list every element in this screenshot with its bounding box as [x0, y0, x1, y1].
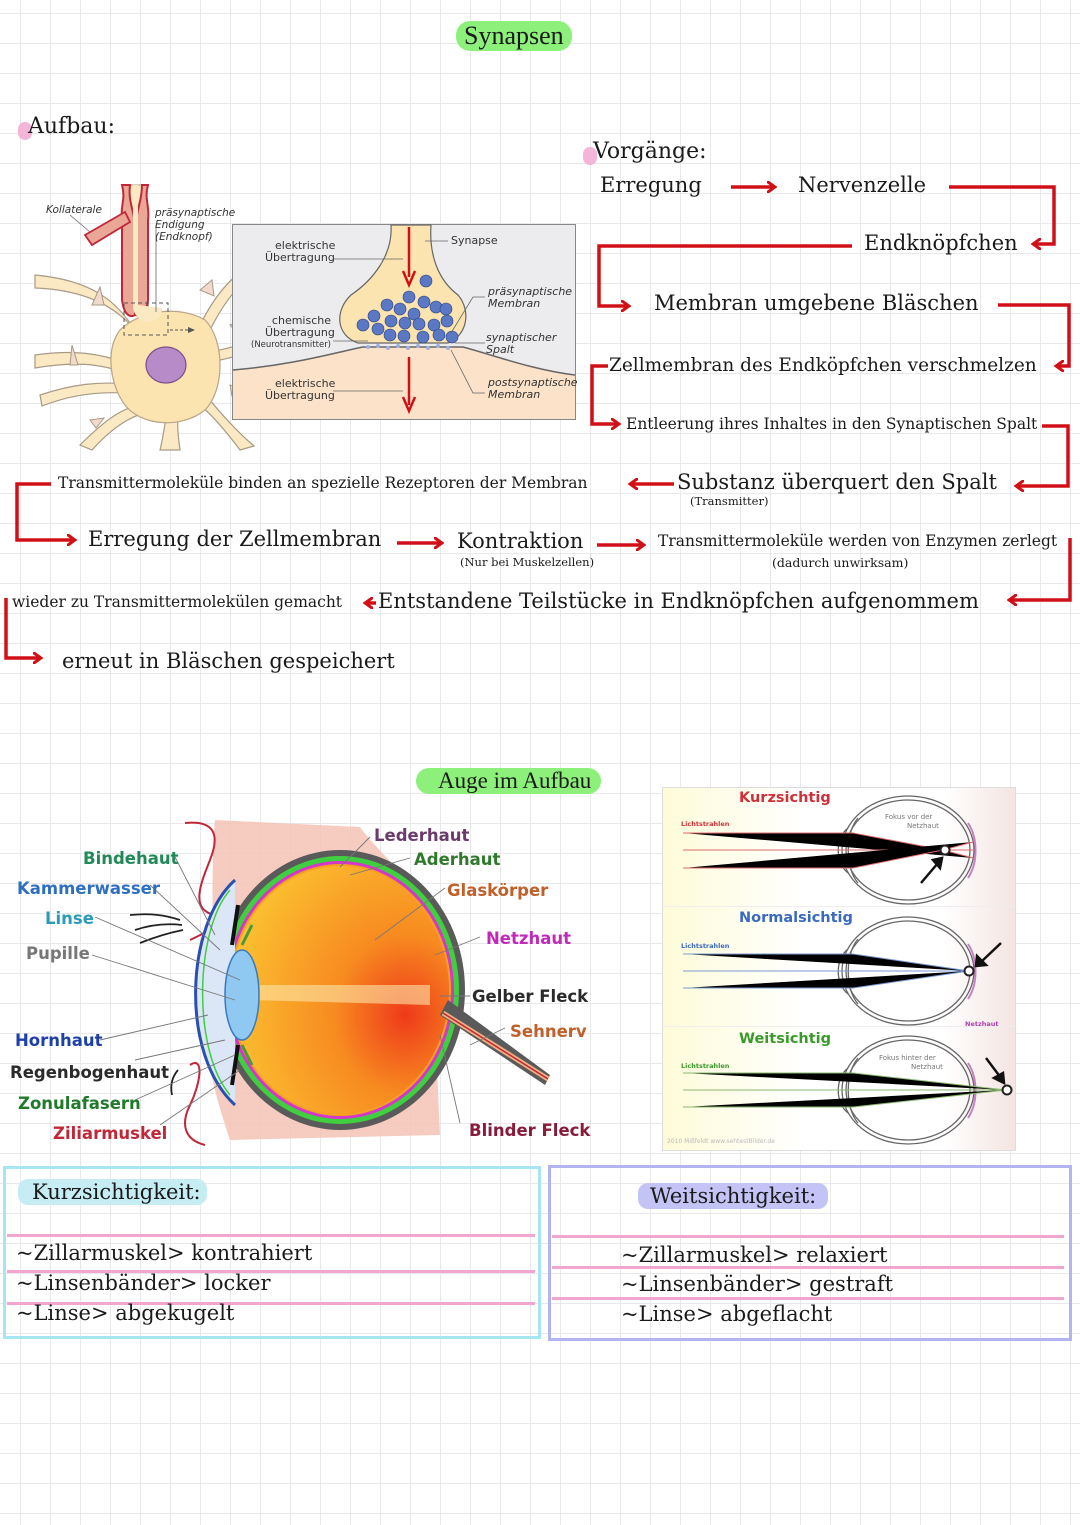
eye-label-glaskoerper: Glaskörper — [447, 881, 549, 900]
step-blaeschen: Membran umgebene Bläschen — [654, 291, 979, 315]
panel-kurzsichtig-note-2: Netzhaut — [907, 822, 939, 830]
step-binden: Transmittermoleküle binden an spezielle … — [58, 474, 588, 492]
label-chemisch-1: chemische — [271, 314, 331, 327]
eye-label-bindehaut: Bindehaut — [83, 849, 179, 868]
weitsichtigkeit-item: ~Linse> abgeflacht — [621, 1302, 833, 1326]
arrow-binden-erregung — [15, 482, 74, 540]
eye-label-kammerwasser: Kammerwasser — [17, 879, 160, 898]
label-chemisch-3: (Neurotransmitter) — [251, 340, 331, 350]
label-spalt-2: Spalt — [486, 343, 515, 356]
label-synapse: Synapse — [451, 234, 498, 247]
step-verschmelzen: Zellmembran des Endköpfchen verschmelzen — [609, 355, 1037, 376]
step-nervenzelle: Nervenzelle — [798, 173, 927, 197]
panel-normalsichtig-title: Normalsichtig — [739, 910, 853, 926]
step-substanz: Substanz überquert den Spalt — [677, 470, 997, 494]
weitsichtigkeit-box — [548, 1165, 1072, 1341]
eye-label-aderhaut: Aderhaut — [414, 850, 501, 869]
step-endknoepfchen: Endknöpfchen — [864, 231, 1018, 255]
step-teilstuecke: Entstandene Teilstücke in Endknöpfchen a… — [378, 589, 979, 613]
divider — [7, 1234, 535, 1237]
arrow-entleerung-substanz — [1017, 424, 1070, 486]
arrow-zerlegt-teilstuecke — [1010, 538, 1072, 600]
panel-weitsichtig-note-1: Fokus hinter der — [879, 1054, 936, 1062]
divider — [7, 1302, 535, 1305]
flow-arrows — [4, 0, 1072, 700]
synapse-diagram: elektrische Übertragung chemische Übertr… — [232, 224, 578, 420]
arrow-verschmelzen-entleerung — [590, 364, 618, 424]
kurzsichtigkeit-heading: Kurzsichtigkeit: — [18, 1179, 207, 1205]
arrow-wieder-gespeichert — [4, 598, 40, 658]
panel-kurzsichtig-note-1: Fokus vor der — [885, 813, 933, 821]
label-praesyn-1: präsynaptische — [488, 285, 573, 298]
arrow-nervenzelle-endknoepfchen — [949, 185, 1056, 244]
weitsichtigkeit-item: ~Linsenbänder> gestraft — [621, 1272, 894, 1296]
eye-label-gelber-fleck: Gelber Fleck — [472, 987, 589, 1006]
label-postsyn-1: postsynaptische — [488, 376, 578, 389]
divider — [552, 1266, 1064, 1269]
synapse-illustration — [232, 224, 576, 419]
label-elektrisch-top-1: elektrische — [275, 239, 336, 252]
auge-heading: Auge im Aufbau — [416, 768, 602, 794]
label-endigung-3: (Endknopf) — [155, 231, 213, 243]
eye-label-sehnerv: Sehnerv — [510, 1022, 587, 1041]
eye-label-ziliarmuskel: Ziliarmuskel — [53, 1124, 168, 1143]
panel-normalsichtig-ray-label: Lichtstrahlen — [681, 942, 730, 950]
refraction-diagram: Kurzsichtig Lichtstrahlen Fokus vor der … — [662, 787, 1016, 1151]
weitsichtigkeit-heading: Weitsichtigkeit: — [638, 1183, 829, 1209]
kurzsichtigkeit-item: ~Zillarmuskel> kontrahiert — [16, 1241, 313, 1265]
arrow-blaeschen-verschmelzen — [998, 303, 1071, 366]
image-credit: 2010 Mißfeldt www.sehtestBilder.de — [667, 1138, 775, 1145]
label-endigung-2: Endigung — [155, 219, 205, 231]
panel-kurzsichtig-ray-label: Lichtstrahlen — [681, 820, 730, 828]
arrow-endknoepfchen-blaeschen — [597, 244, 852, 306]
label-elektrisch-bottom-1: elektrische — [275, 377, 336, 390]
label-praesyn-2: Membran — [488, 297, 541, 310]
step-zerlegt-sub: (dadurch unwirksam) — [772, 555, 909, 570]
kurzsichtigkeit-item: ~Linse> abgekugelt — [16, 1301, 235, 1325]
eye-label-blinder-fleck: Blinder Fleck — [469, 1121, 591, 1140]
eye-label-netzhaut: Netzhaut — [486, 929, 572, 948]
step-erregung: Erregung — [600, 173, 702, 197]
step-gespeichert: erneut in Bläschen gespeichert — [62, 649, 395, 673]
panel-kurzsichtig-title: Kurzsichtig — [739, 790, 831, 806]
step-zerlegt: Transmittermoleküle werden von Enzymen z… — [658, 532, 1058, 550]
kurzsichtigkeit-item: ~Linsenbänder> locker — [16, 1271, 271, 1295]
step-kontraktion: Kontraktion — [457, 529, 584, 553]
divider — [7, 1270, 535, 1273]
label-chemisch-2: Übertragung — [265, 326, 335, 339]
netzhaut-label: Netzhaut — [965, 1020, 999, 1028]
eye-label-lederhaut: Lederhaut — [374, 826, 470, 845]
kurzsichtigkeit-box — [3, 1166, 541, 1339]
label-postsyn-2: Membran — [488, 388, 541, 401]
label-spalt-1: synaptischer — [486, 331, 557, 344]
eye-illustration — [91, 820, 550, 1146]
label-kollaterale: Kollaterale — [46, 204, 102, 216]
label-elektrisch-top-2: Übertragung — [265, 251, 335, 264]
eye-diagram: Bindehaut Kammerwasser Linse Pupille Hor… — [0, 815, 600, 1150]
page-title: Synapsen — [456, 21, 572, 51]
label-elektrisch-bottom-2: Übertragung — [265, 389, 335, 402]
panel-weitsichtig-title: Weitsichtig — [739, 1031, 832, 1047]
eye-label-zonulafasern: Zonulafasern — [18, 1094, 141, 1113]
eye-label-regenbogenhaut: Regenbogenhaut — [10, 1063, 170, 1082]
weitsichtigkeit-item: ~Zillarmuskel> relaxiert — [621, 1243, 888, 1267]
step-entleerung: Entleerung ihres Inhaltes in den Synapti… — [626, 415, 1038, 433]
refraction-illustration — [683, 795, 1013, 1145]
eye-label-hornhaut: Hornhaut — [15, 1031, 103, 1050]
step-erregung-zellmembran: Erregung der Zellmembran — [88, 527, 382, 551]
panel-weitsichtig-note-2: Netzhaut — [911, 1063, 943, 1071]
step-substanz-sub: (Transmitter) — [690, 494, 769, 508]
panel-weitsichtig-ray-label: Lichtstrahlen — [681, 1062, 730, 1070]
eye-label-linse: Linse — [45, 909, 94, 928]
step-wieder: wieder zu Transmittermolekülen gemacht — [12, 593, 343, 611]
step-kontraktion-sub: (Nur bei Muskelzellen) — [460, 555, 595, 569]
label-endigung-1: präsynaptische — [155, 207, 236, 219]
divider — [552, 1297, 1064, 1300]
divider — [552, 1235, 1064, 1238]
eye-label-pupille: Pupille — [26, 944, 90, 963]
